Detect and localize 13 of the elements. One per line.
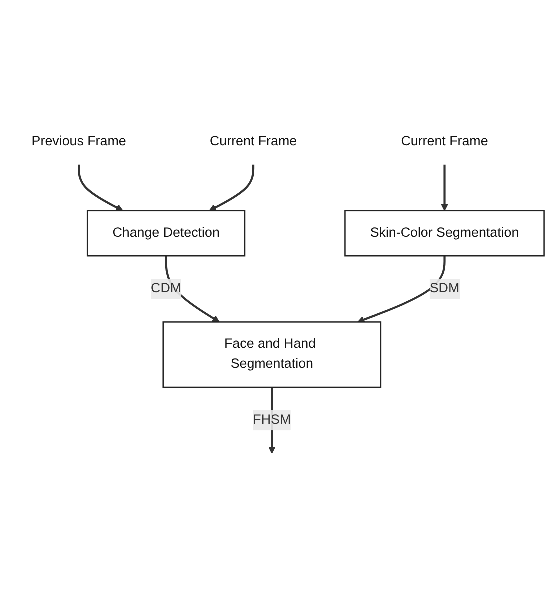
edge-label: CDM — [151, 282, 182, 296]
arrow — [78, 165, 124, 212]
arrow — [441, 165, 448, 212]
node-box: Face and Hand Segmentation — [162, 322, 382, 388]
node-text: Previous Frame — [32, 135, 126, 150]
node-text: Current Frame — [210, 135, 298, 150]
edge-label: FHSM — [253, 413, 292, 428]
node-box: Skin-Color Segmentation — [344, 210, 545, 258]
node-box: Change Detection — [86, 210, 246, 258]
node-text: Current Frame — [401, 135, 488, 150]
arrow — [209, 165, 255, 212]
arrow — [358, 256, 446, 324]
edge-label: SDM — [430, 282, 460, 296]
